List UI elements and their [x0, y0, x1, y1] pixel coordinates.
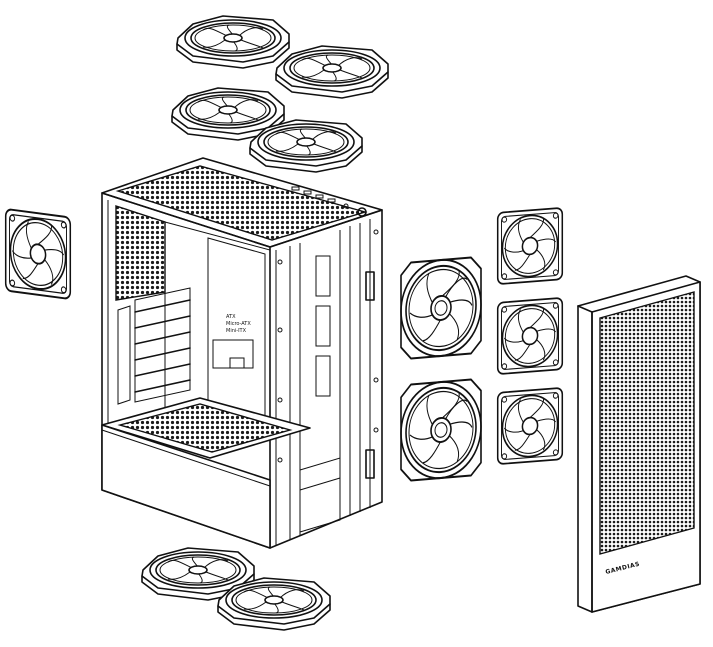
bottom-fans [141, 547, 331, 631]
front-fans-standard [496, 206, 564, 466]
rear-fan [4, 207, 72, 301]
pcie-slots [117, 287, 191, 405]
top-fan-2 [275, 45, 389, 99]
top-mesh-panel [115, 165, 368, 241]
front-fan-1 [496, 206, 564, 286]
bottom-fan-2 [217, 577, 331, 631]
top-fans [171, 15, 389, 173]
front-fans-rgb [400, 255, 482, 483]
bottom-mesh-vent [117, 403, 293, 453]
pc-case: ATX Micro-ATX Mini-ITX [101, 157, 383, 549]
front-rgb-fan-2 [400, 377, 482, 483]
front-fan-3 [496, 386, 564, 466]
front-mesh-panel: GAMDIAS [577, 275, 701, 613]
front-rgb-fan-1 [400, 255, 482, 361]
io-label-3: Mini-ITX [226, 328, 247, 334]
rear-mesh-vent [115, 205, 166, 301]
top-fan-4 [249, 119, 363, 173]
top-fan-1 [176, 15, 290, 69]
io-label-2: Micro-ATX [226, 321, 251, 327]
io-label-1: ATX [226, 314, 236, 320]
front-fan-2 [496, 296, 564, 376]
